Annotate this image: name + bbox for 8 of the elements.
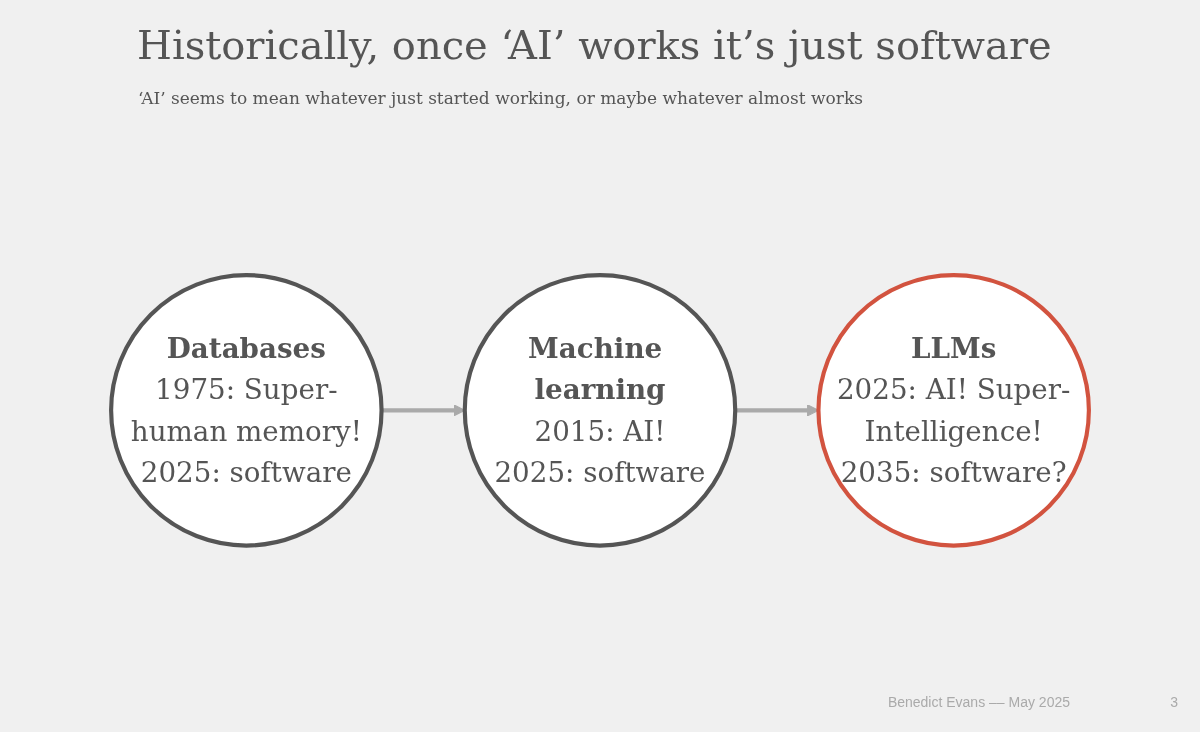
node-circle — [109, 272, 384, 548]
node-circle — [816, 272, 1091, 548]
subtitle: ‘AI’ seems to mean whatever just started working, or maybe whatever almost works — [138, 88, 863, 108]
page-number: 3 — [1170, 694, 1178, 710]
footer-text: Benedict Evans –– May 2025 — [887, 694, 1070, 710]
slide-title: Historically, once ‘AI’ works it’s just software — [137, 22, 1052, 68]
node-circle — [462, 272, 738, 548]
flow-diagram: Databases 1975: Super-human memory! 2025: software Machine learning 2015: AI! 2025: software LLMs 2025: AI! Super-Intelligence! 2035: software? — [100, 263, 1100, 557]
